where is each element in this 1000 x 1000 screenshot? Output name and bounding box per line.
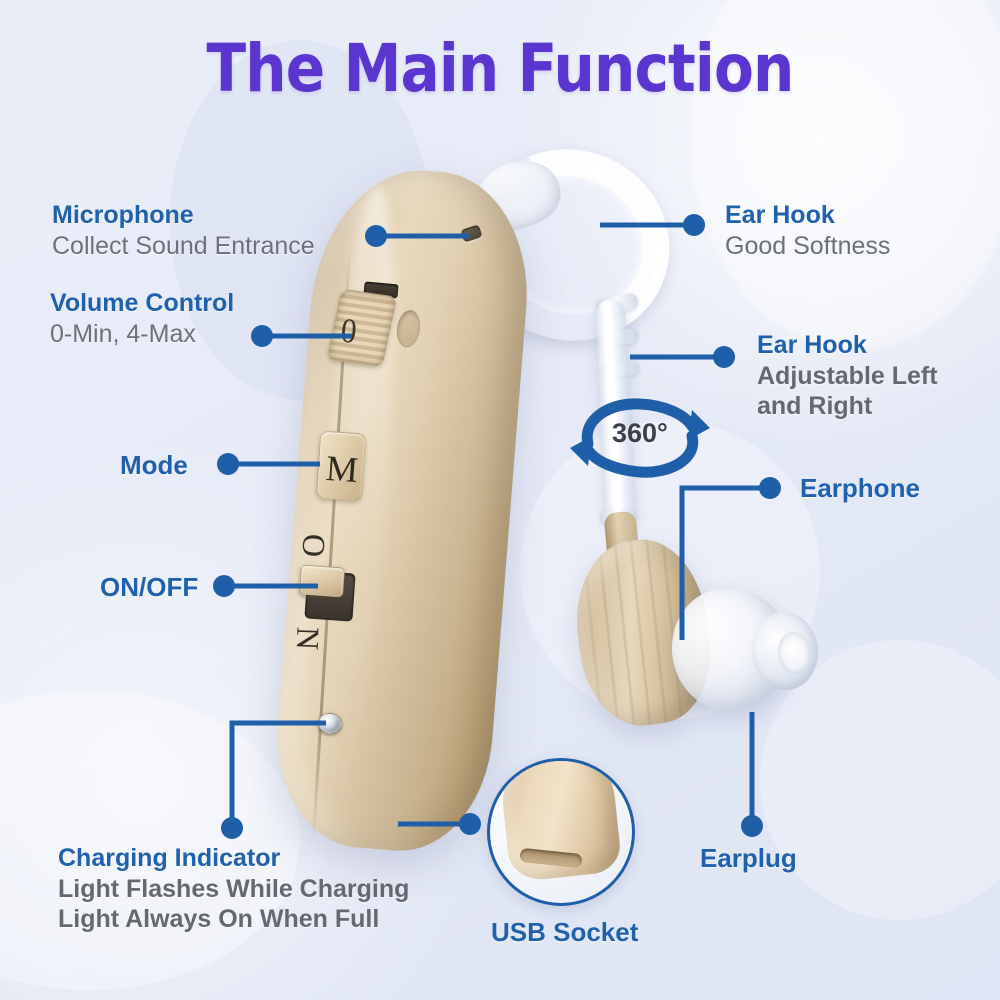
- callout-ear-hook-softness-desc: Good Softness: [725, 231, 891, 260]
- callout-charging-desc-1: Light Flashes While Charging: [58, 874, 410, 903]
- power-switch-off-label: N: [289, 626, 327, 651]
- rotation-arrows-icon: [570, 398, 710, 478]
- callout-microphone: Microphone Collect Sound Entrance: [52, 200, 315, 261]
- callout-ear-hook-adjustable: Ear Hook Adjustable Left and Right: [757, 330, 938, 422]
- callout-volume-control: Volume Control 0-Min, 4-Max: [50, 288, 234, 349]
- rotation-360-badge: 360°: [560, 392, 720, 484]
- callout-on-off: ON/OFF: [100, 572, 198, 604]
- callout-mode-title: Mode: [120, 450, 188, 480]
- callout-ear-hook-softness-title: Ear Hook: [725, 201, 835, 229]
- callout-charging-indicator: Charging Indicator Light Flashes While C…: [58, 843, 409, 935]
- callout-volume-title: Volume Control: [50, 289, 235, 317]
- callout-ear-hook-adjustable-title: Ear Hook: [757, 331, 867, 359]
- callout-ear-hook-adjustable-desc-2: and Right: [757, 392, 873, 420]
- callout-ear-hook-adjustable-desc-1: Adjustable Left: [757, 361, 938, 390]
- device-body-shell: [268, 162, 537, 858]
- mode-button-letter: M: [324, 447, 360, 491]
- rotation-360-label: 360°: [612, 418, 668, 448]
- callout-usb-socket-title: USB Socket: [491, 917, 639, 947]
- callout-mode: Mode: [120, 450, 188, 482]
- callout-volume-desc: 0-Min, 4-Max: [50, 319, 196, 348]
- callout-earphone: Earphone: [800, 473, 920, 505]
- power-switch-on-label: O: [295, 533, 333, 558]
- usb-socket-closeup: [487, 758, 635, 906]
- callout-ear-hook-softness: Ear Hook Good Softness: [725, 200, 890, 261]
- callout-charging-desc-2: Light Always On When Full: [58, 905, 380, 933]
- callout-charging-title: Charging Indicator: [58, 844, 281, 872]
- callout-earphone-title: Earphone: [800, 473, 920, 503]
- callout-microphone-desc: Collect Sound Entrance: [52, 231, 315, 260]
- callout-earplug-title: Earplug: [700, 843, 797, 873]
- callout-usb-socket: USB Socket: [491, 917, 638, 949]
- callout-microphone-title: Microphone: [52, 201, 194, 229]
- callout-earplug: Earplug: [700, 843, 797, 875]
- callout-on-off-title: ON/OFF: [100, 572, 199, 602]
- power-switch-knob[interactable]: [299, 564, 345, 598]
- page-title: The Main Function: [206, 30, 795, 107]
